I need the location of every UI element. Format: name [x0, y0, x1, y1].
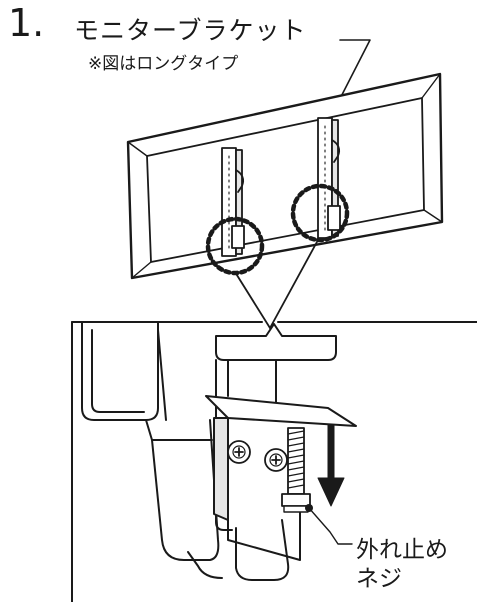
detail-mounting-plate: [215, 323, 337, 531]
arrow-down-icon: [317, 424, 345, 507]
left-bracket-arm: [221, 147, 245, 257]
retaining-screw-label: 外れ止め ネジ: [356, 536, 448, 594]
zoom-line-left: [234, 271, 271, 329]
screw-head-left: [227, 440, 251, 464]
right-bracket-arm: [317, 117, 341, 239]
step-number: 1.: [8, 1, 45, 45]
detail-view-frame: [71, 321, 477, 602]
bracket-callout-title: モニターブラケット: [74, 16, 307, 45]
monitor-panel: [126, 72, 444, 280]
screw-label-line1: 外れ止め: [356, 537, 448, 563]
screw-head-right: [264, 448, 288, 472]
retaining-screw: [281, 427, 311, 513]
zoom-marker-right: [290, 183, 350, 243]
bracket-callout-note: ※図はロングタイプ: [88, 54, 239, 74]
detail-monitor-back: [81, 321, 220, 561]
zoom-line-right: [269, 239, 319, 329]
detail-bracket-hook: [187, 395, 357, 581]
screw-label-line2: ネジ: [356, 565, 402, 592]
screw-label-leader: [305, 504, 353, 545]
